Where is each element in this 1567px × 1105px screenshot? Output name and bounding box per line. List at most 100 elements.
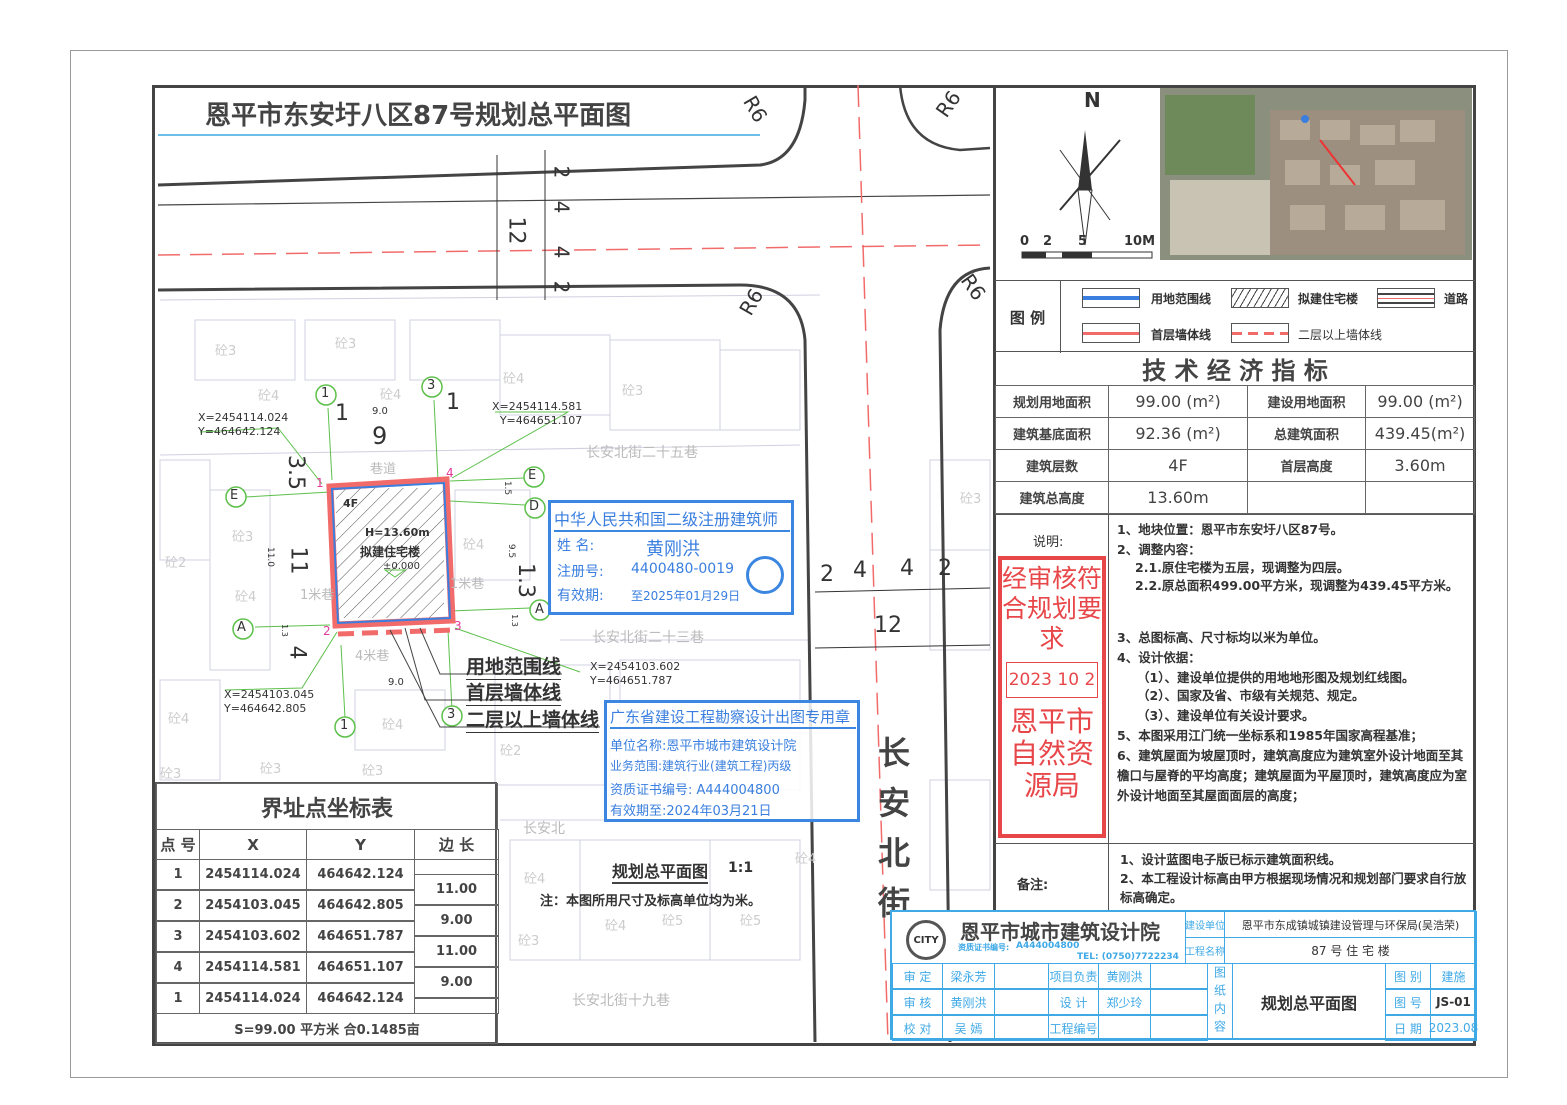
approval-stamp-text: 经审核符合规划要求: [1002, 564, 1103, 653]
project-name: 87 号 住 宅 楼: [1224, 937, 1477, 964]
coord-x: 2454103.602: [199, 921, 307, 952]
legend-swatch-upper-floor: [1231, 323, 1289, 343]
coordinate-table-title: 界址点坐标表: [156, 783, 498, 830]
legend-label: 拟建住宅楼: [1298, 292, 1359, 306]
signature: [994, 963, 1049, 989]
parcel-label: 砼5: [662, 914, 684, 929]
edge-length: 9.00: [414, 967, 499, 998]
institute-tel: TEL: (0750)7722234: [1077, 952, 1179, 962]
indicator-value: 439.45(m²): [1365, 417, 1475, 450]
scale-tick: 0: [1020, 234, 1030, 249]
dimension: 3.5: [283, 455, 308, 490]
building-hatch: [336, 488, 444, 618]
coord-x: X=2454114.024: [198, 411, 289, 424]
callout-leaders: [389, 627, 600, 728]
road-dim: 12: [874, 613, 902, 638]
lane-label: 1米巷: [450, 577, 485, 592]
corner-point-label: 3: [454, 619, 462, 633]
indicator-value: 3.60m: [1365, 449, 1475, 482]
header-x: X: [199, 829, 307, 860]
axis-label: 1: [321, 386, 330, 401]
architect-valid-label: 有效期:: [557, 588, 604, 604]
parcel-label: 砼3: [160, 767, 182, 782]
parcel-label: 砼4: [503, 372, 525, 387]
axis-label: 1: [340, 718, 349, 733]
building-floors: 4F: [343, 497, 359, 510]
note-line: 2.2.原总面积499.00平方米，现调整为439.45平方米。: [1135, 578, 1459, 593]
legend: 图 例 用地范围线 拟建住宅楼 道路 首层墙体线 二层以上墙体线: [995, 280, 1475, 353]
meta-label: 日 期: [1385, 1015, 1431, 1041]
parcel-label: 砼3: [362, 764, 384, 779]
note-line: （3）、建设单位有关设计要求。: [1137, 708, 1315, 723]
legend-label: 首层墙体线: [1151, 328, 1212, 342]
parcel-label: 砼4: [168, 712, 190, 727]
parcel-label: 砼4: [795, 852, 817, 867]
architect-name: 黄刚洪: [646, 539, 700, 560]
road-edge-thin: [157, 194, 991, 206]
panel-divider: [993, 85, 996, 911]
person-name: 梁永芳: [942, 963, 995, 989]
note-line: 外设计地面至其屋面面层的高度；: [1117, 788, 1305, 803]
drawing-frame: [152, 85, 1476, 1046]
road-dim: 2: [820, 562, 834, 587]
design-stamp-unit: 单位名称:恩平市城市建筑设计院: [610, 739, 797, 754]
indicator-label: 建设用地面积: [1247, 385, 1366, 418]
lane-label: 长安北街二十五巷: [586, 445, 698, 461]
unit-note: 注：本图所用尺寸及标高单位均为米。: [540, 894, 762, 909]
notes-label: 说明:: [1033, 535, 1064, 550]
indicator-label: 建筑总高度: [995, 481, 1109, 514]
note-line: 3、总图标高、尺寸标均以米为单位。: [1117, 630, 1326, 645]
roads: [157, 84, 991, 1043]
indicator-value: 4F: [1108, 449, 1248, 482]
parcel-label: 砼4: [524, 872, 546, 887]
indicator-label: 总建筑面积: [1247, 417, 1366, 450]
dimension: 11: [285, 546, 311, 575]
client-label: 建设单位: [1185, 911, 1225, 938]
architect-reg: 4400480-0019: [631, 561, 735, 577]
design-stamp-title: 广东省建设工程勘察设计出图专用章: [610, 706, 856, 729]
institute-name: 恩平市城市建筑设计院: [960, 920, 1160, 944]
edge-length: 11.00: [414, 874, 499, 905]
lane-label: 长安北: [523, 821, 565, 837]
architect-valid: 至2025年01月29日: [631, 589, 741, 603]
coord-y: 464651.787: [306, 921, 415, 952]
location-map-image: [1160, 88, 1472, 260]
dimension: 1.5: [502, 480, 513, 496]
indicator-label: 规划用地面积: [995, 385, 1109, 418]
road-dim: 2: [549, 280, 574, 294]
building-elevation: ±0.000: [383, 561, 421, 572]
parcel-label: 砼3: [960, 492, 982, 507]
coord-y: 464642.124: [306, 859, 415, 890]
remarks-label: 备注:: [1017, 878, 1049, 893]
role-label: 项目负责: [1048, 963, 1099, 989]
parcel-label: 砼4: [380, 388, 402, 403]
parcel-label: 砼5: [740, 914, 762, 929]
parcel-label: 砼3: [232, 530, 254, 545]
dimension: 1: [446, 390, 460, 415]
approval-stamp-date: 2023 10 2: [1006, 662, 1098, 698]
role-label: 校 对: [892, 1015, 943, 1041]
indicator-value: 99.00 (m²): [1365, 385, 1475, 418]
cert-number: A444004800: [1016, 941, 1080, 951]
lane-label: 长安北街二十三巷: [592, 630, 704, 646]
road-dim: 2: [938, 556, 952, 581]
upper-floor-wall-line: [337, 627, 456, 637]
project-label: 工程名称: [1185, 937, 1225, 964]
note-line: 6、建筑屋面为坡屋顶时，建筑高度应为建筑室外设计地面至其: [1117, 748, 1464, 763]
axis-label: D: [529, 499, 540, 514]
parcel-label: 砼2: [500, 744, 522, 759]
building: [326, 476, 456, 637]
point-number: 4: [156, 952, 200, 983]
parcel-label: 砼2: [165, 556, 187, 571]
parcel-label: 砼4: [235, 590, 257, 605]
parcel-label: 砼4: [605, 919, 627, 934]
architect-name-label: 姓 名:: [557, 538, 595, 554]
remark-line: 1、设计蓝图电子版已标示建筑面积线。: [1120, 852, 1342, 867]
coord-x: 2454114.581: [199, 952, 307, 983]
road-name-char: 安: [878, 784, 911, 822]
role-label: 工程编号: [1048, 1015, 1099, 1041]
coord-y: Y=464651.107: [499, 414, 583, 427]
first-floor-wall-line: [326, 476, 456, 629]
